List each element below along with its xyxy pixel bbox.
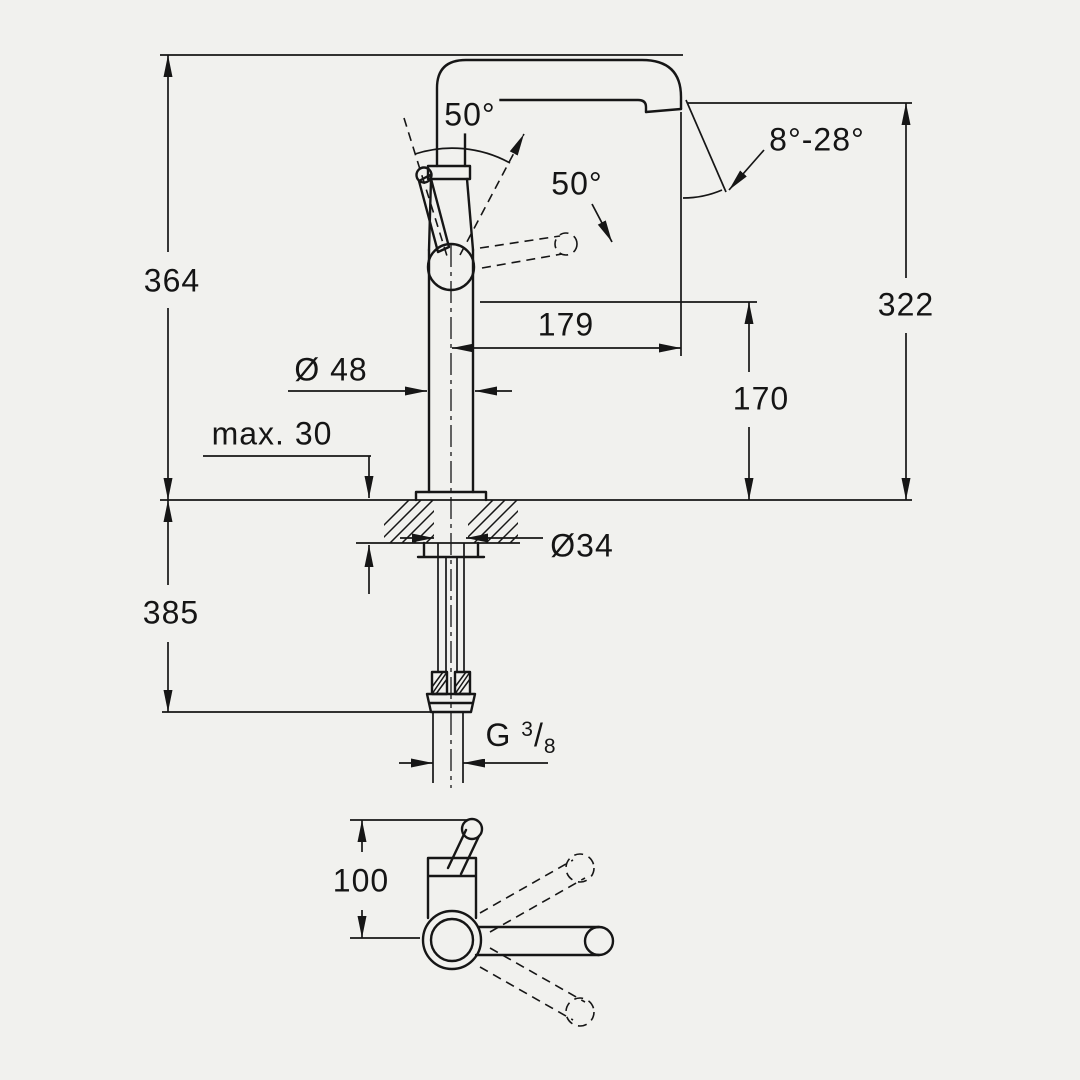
dimension-label-max-mounting-thickness: max. 30 (207, 415, 337, 453)
dimension-label-height-below: 385 (138, 594, 204, 632)
angle-label-swivel-side: 50° (547, 165, 607, 203)
thread-slash: / (533, 716, 544, 753)
thread-denominator: 8 (543, 734, 557, 758)
angle-indicators (403, 99, 765, 269)
dimension-lines (160, 54, 912, 939)
dimension-label-spout-height: 322 (873, 286, 939, 324)
dimension-label-depth-top-view: 100 (328, 862, 394, 900)
dimension-label-outlet-height: 170 (728, 380, 794, 418)
thread-numerator: 3 (521, 717, 534, 741)
dimension-label-spout-reach: 179 (533, 306, 599, 344)
angle-label-spout-tilt-range: 8°-28° (765, 121, 869, 159)
angle-label-swivel-top: 50° (440, 96, 500, 134)
mounting-deck (160, 499, 912, 544)
thread-prefix: G (485, 716, 512, 753)
dimension-label-connection-thread: G 3/8 (481, 716, 561, 760)
faucet-top-view (421, 817, 615, 1027)
dimension-label-base-diameter: Ø 48 (290, 351, 372, 389)
dimension-label-height-above: 364 (139, 262, 205, 300)
dimension-label-hole-diameter: Ø34 (546, 527, 618, 565)
